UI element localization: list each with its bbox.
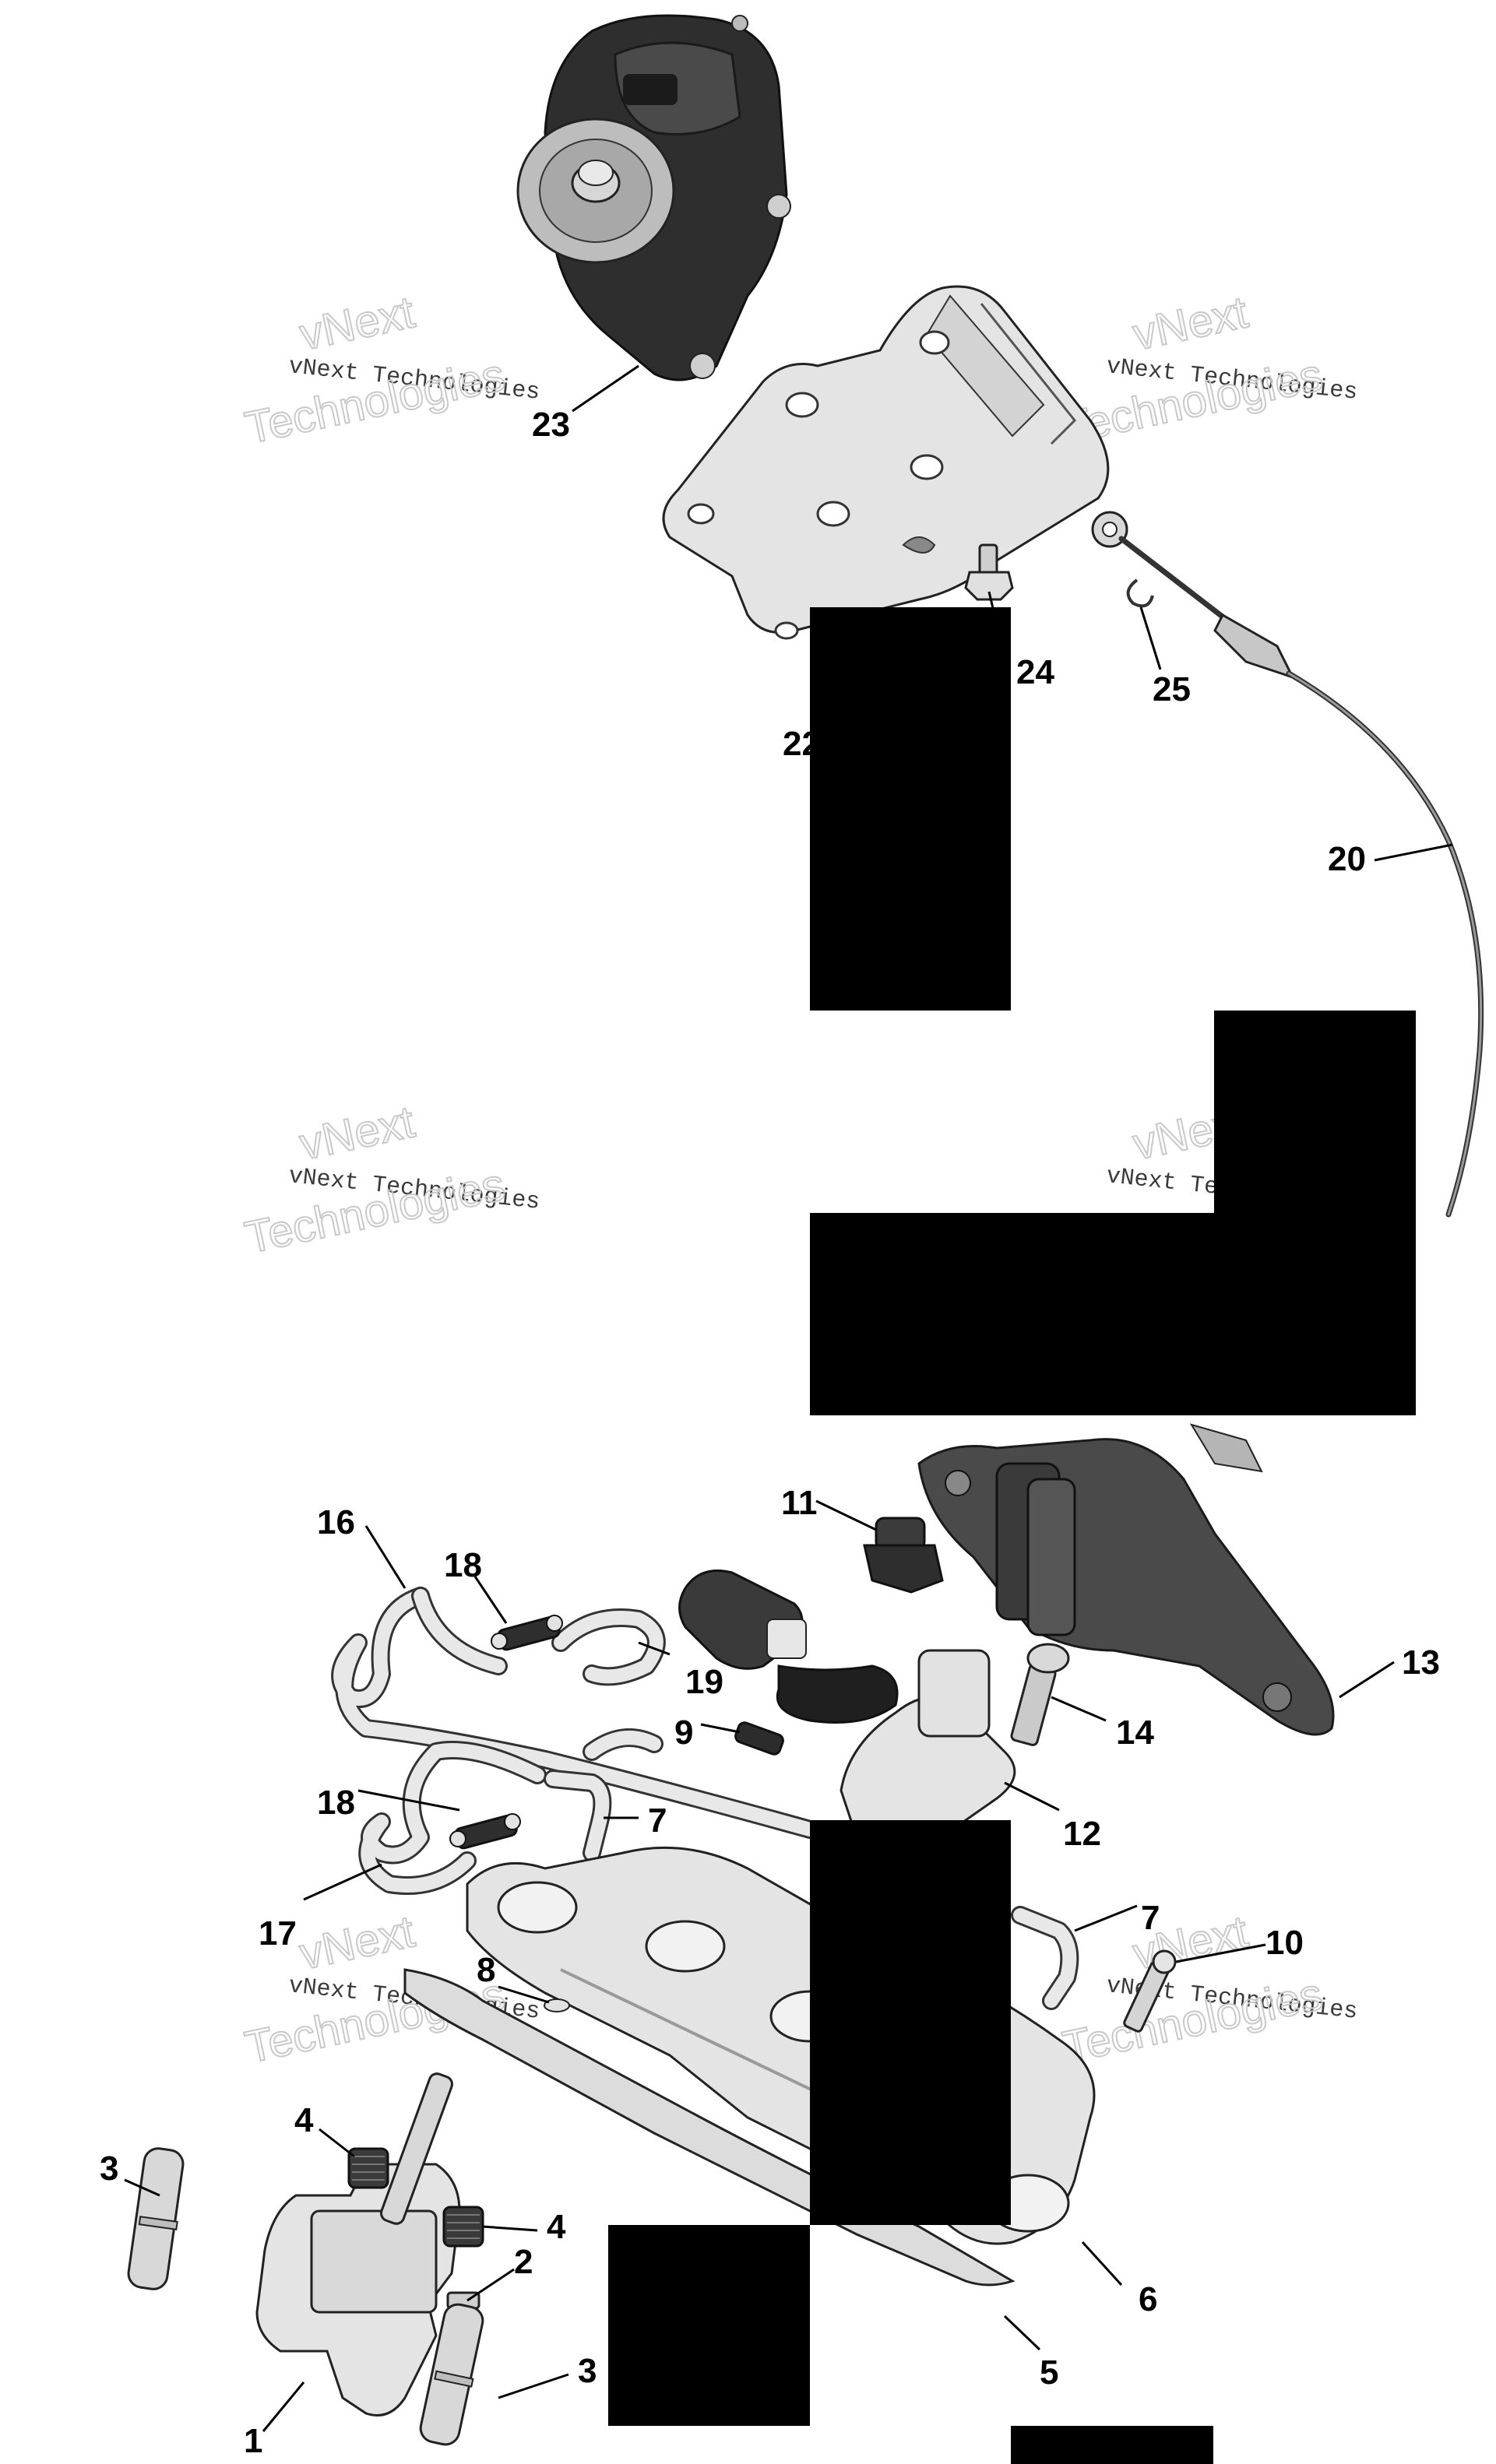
callout-9: 9 [674, 1714, 693, 1752]
leader-1 [262, 2381, 305, 2432]
part-14-bolt [1010, 1643, 1070, 1746]
part-23-actuator-motor [516, 14, 791, 381]
part-11-cap [863, 1517, 944, 1594]
callout-16: 16 [317, 1503, 355, 1541]
part-4-oring-right [442, 2206, 484, 2248]
part-13-housing [917, 1423, 1335, 1736]
callout-14: 14 [1116, 1714, 1154, 1752]
leader-5 [1003, 2315, 1041, 2351]
leader-16 [364, 1525, 407, 1589]
part-16-hose [331, 1587, 819, 1839]
leader-3-left [124, 2178, 160, 2197]
callout-17: 17 [259, 1914, 297, 1953]
callout-18-upper: 18 [444, 1546, 482, 1584]
watermark-bottom-right: vNext vNext Technologies Technologies [1058, 1905, 1359, 2073]
part-1-fuel-rail [255, 2072, 461, 2417]
part-20-cable [1091, 511, 1484, 1218]
leader-3-right [498, 2373, 569, 2399]
watermark-vnext-big: vNext [295, 286, 419, 360]
watermark-vnext-big: vNext [295, 1096, 419, 1169]
callout-11: 11 [781, 1484, 818, 1522]
leader-lines [124, 364, 1453, 2432]
part-4-oring-left [347, 2147, 389, 2189]
leader-18-lower [357, 1789, 460, 1812]
leader-13 [1339, 1661, 1395, 1699]
watermark-vnext-big: vNext [295, 1906, 419, 1979]
callout-numbers: 23 22 24 25 20 11 13 14 12 16 18 19 9 18… [100, 406, 1440, 2460]
sensor-connector [678, 1569, 899, 1724]
leader-17 [303, 1863, 382, 1901]
callout-18-lower: 18 [317, 1784, 355, 1822]
leader-23 [572, 364, 639, 413]
watermark-top-left: vNext vNext Technologies Technologies [240, 286, 541, 454]
callout-25: 25 [1153, 670, 1191, 708]
leader-8 [498, 1985, 550, 2004]
leader-18-upper [473, 1576, 508, 1624]
callout-1: 1 [244, 2422, 262, 2460]
callout-6: 6 [1139, 2280, 1157, 2318]
redaction-block-5 [608, 2225, 810, 2426]
callout-7-right: 7 [1141, 1899, 1160, 1937]
leader-14 [1051, 1696, 1107, 1722]
leader-9 [700, 1723, 741, 1734]
part-17-hose [358, 1741, 547, 1895]
callout-5: 5 [1040, 2353, 1058, 2392]
part-18-fitting-lower [449, 1813, 521, 1850]
part-18-fitting-upper [491, 1615, 563, 1651]
callout-24: 24 [1016, 653, 1054, 691]
part-19-hose-loop [551, 1608, 666, 1761]
leader-6 [1081, 2241, 1123, 2286]
redaction-block-3 [810, 1213, 1416, 1415]
redaction-block-2 [1214, 1011, 1416, 1213]
part-3-injector-left [127, 2147, 185, 2290]
part-7-elbow-right [1011, 1906, 1079, 2010]
callout-4-right: 4 [547, 2208, 566, 2246]
leader-2 [466, 2268, 515, 2302]
redaction-block-6 [1011, 2426, 1213, 2464]
part-9-fitting [734, 1721, 784, 1756]
callout-3-right: 3 [578, 2352, 597, 2390]
leader-12 [1004, 1781, 1060, 1812]
leader-25 [1139, 606, 1162, 670]
watermark-mid-left: vNext vNext Technologies Technologies [240, 1095, 541, 1264]
part-7-elbow-upper [544, 1770, 612, 1862]
leader-4-right [482, 2225, 538, 2232]
part-25-clip [1126, 578, 1154, 608]
callout-8: 8 [477, 1951, 495, 1989]
part-10-screw [1123, 1949, 1177, 2033]
callout-13: 13 [1402, 1643, 1440, 1682]
callout-10: 10 [1265, 1924, 1304, 1962]
part-22-bracket [662, 285, 1110, 640]
callout-2: 2 [514, 2243, 533, 2281]
callout-12: 12 [1063, 1815, 1101, 1853]
callout-3-left: 3 [100, 2149, 118, 2188]
callout-19: 19 [685, 1663, 723, 1701]
leader-10 [1175, 1943, 1266, 1963]
redaction-block-1 [810, 607, 1011, 1011]
leader-11 [815, 1499, 877, 1531]
redaction-block-4 [810, 1820, 1011, 2225]
part-3-injector-right [419, 2303, 484, 2446]
part-24-bolt [964, 543, 1014, 601]
redaction-blocks [608, 607, 1416, 2464]
callout-20: 20 [1328, 840, 1366, 878]
watermark-top-right: vNext vNext Technologies Technologies [1058, 286, 1359, 454]
callout-4-left: 4 [294, 2101, 314, 2139]
part-12-plate [840, 1649, 1016, 1860]
leader-7-right [1074, 1904, 1138, 1932]
watermark-vnext-big: vNext [1128, 286, 1252, 360]
leader-19 [638, 1641, 671, 1656]
callout-7-upper: 7 [648, 1801, 667, 1840]
part-8-seal [544, 1998, 570, 2012]
leader-4-left [319, 2128, 355, 2158]
leader-20 [1374, 843, 1453, 862]
callout-23: 23 [532, 406, 570, 444]
